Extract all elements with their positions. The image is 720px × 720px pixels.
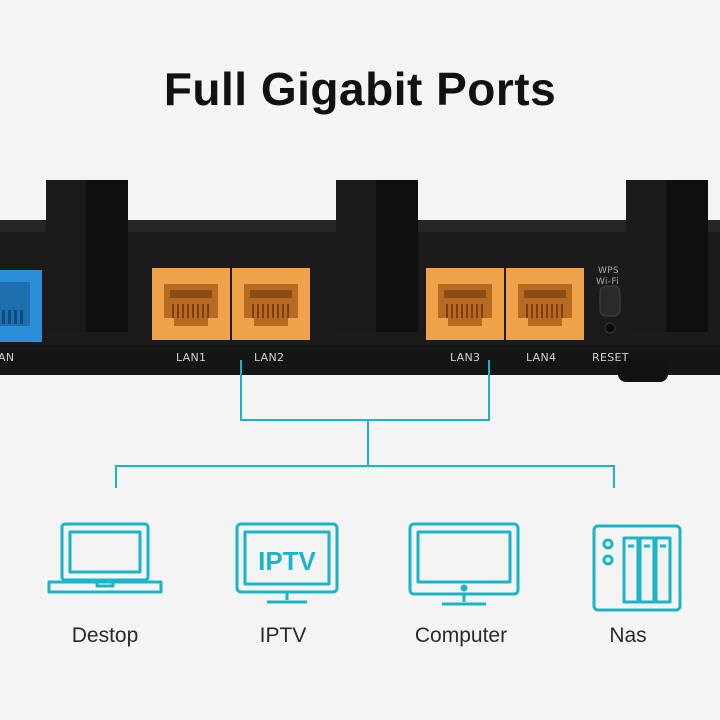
device-computer: Computer	[391, 520, 531, 650]
router-back-panel	[0, 180, 720, 382]
device-label-nas: Nas	[609, 624, 647, 647]
wan-port-label: AN	[0, 351, 15, 364]
device-nas: Nas	[558, 520, 698, 650]
connection-lines	[115, 360, 615, 488]
device-label-desktop: Destop	[71, 624, 139, 647]
wps-label: WPS	[598, 266, 619, 276]
lan3-label: LAN3	[450, 351, 481, 364]
reset-hole	[604, 322, 616, 334]
headline: Full Gigabit Ports	[163, 63, 557, 115]
lan4-label: LAN4	[526, 351, 557, 364]
lan1-label: LAN1	[176, 351, 207, 364]
lan3-port	[426, 268, 504, 340]
antenna-3	[626, 180, 708, 332]
iptv-monitor-icon: IPTV	[235, 522, 339, 604]
device-iptv: IPTV IPTV	[213, 520, 353, 650]
laptop-icon	[47, 522, 163, 594]
reset-label: RESET	[592, 351, 629, 364]
wps-wifi-button	[599, 285, 621, 317]
antenna-1	[46, 180, 128, 332]
lan2-label: LAN2	[254, 351, 285, 364]
antenna-2	[336, 180, 418, 332]
device-desktop: Destop	[35, 520, 175, 650]
device-label-computer: Computer	[414, 624, 508, 647]
iptv-screen-text: IPTV	[258, 546, 316, 576]
lan1-port	[152, 268, 230, 340]
wifi-label: Wi-Fi	[596, 277, 619, 287]
computer-monitor-icon	[408, 522, 520, 606]
device-label-iptv: IPTV	[259, 624, 307, 647]
lan2-port	[232, 268, 310, 340]
wan-port	[0, 270, 42, 342]
lan4-port	[506, 268, 584, 340]
nas-icon	[592, 524, 682, 612]
